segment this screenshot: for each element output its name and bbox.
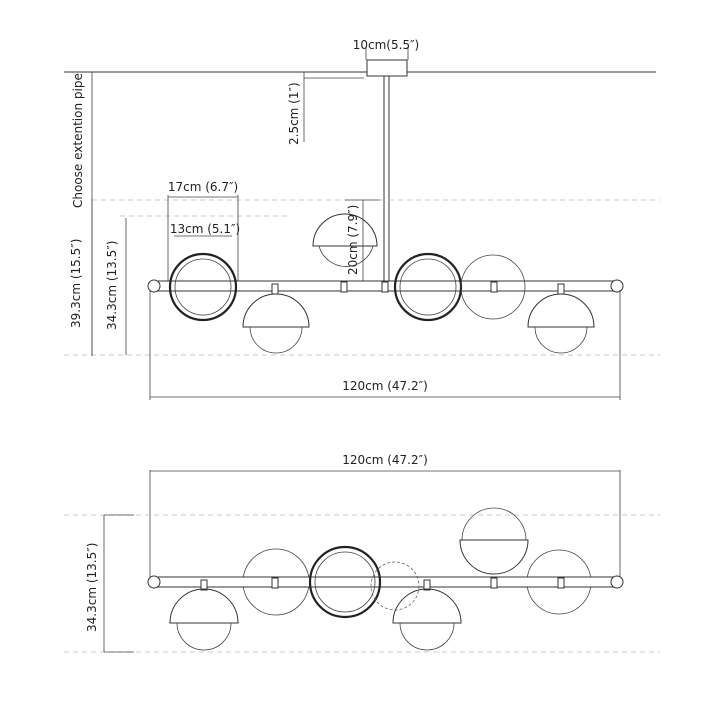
shade-diameter-label: 20cm (7.9″) [346, 205, 360, 275]
bottom-globe-down-left [176, 622, 232, 651]
top-pendant-stem-right [557, 283, 565, 295]
top-ring-left [168, 252, 238, 322]
canopy [366, 59, 408, 77]
top-globe-upright [318, 245, 374, 267]
top-connector-3 [490, 281, 498, 293]
top-bar-endcap-right [610, 279, 624, 293]
bottom-bar-endcap-left [147, 575, 161, 589]
top-connector-2 [381, 281, 389, 293]
top-globe-down-left [249, 326, 303, 354]
ring-inner-label: 13cm (5.1″) [170, 222, 240, 236]
top-shade-upright [312, 213, 378, 247]
top-connector-1 [340, 281, 348, 293]
length-top-label: 120cm (47.2″) [342, 379, 428, 393]
bottom-bar-endcap-right [610, 575, 624, 589]
bottom-shade-down-left [169, 588, 239, 624]
top-ring-center-inner [399, 258, 457, 316]
bottom-globe-upright [461, 507, 527, 541]
bottom-connector-3 [557, 577, 565, 589]
bottom-globe-down-right [399, 622, 455, 651]
ring-outer-label: 17cm (6.7″) [168, 180, 238, 194]
top-shade-down-left [242, 293, 310, 328]
bottom-shade-upright [459, 539, 529, 575]
overall-height-label: 39.3cm (15.5″) [69, 239, 83, 328]
bottom-bar [151, 576, 621, 588]
pipe-segment-label: 2.5cm (1″) [287, 82, 301, 145]
bottom-ring [308, 545, 382, 619]
fixture-height-bottom-label: 34.3cm (13.5″) [85, 543, 99, 632]
downrod [383, 75, 390, 283]
canopy-width-label: 10cm(5.5″) [353, 38, 420, 52]
top-pendant-stem-left [271, 283, 279, 295]
top-bar-endcap-left [147, 279, 161, 293]
top-shade-down-right [527, 293, 595, 328]
fixture-bottom-view [147, 507, 624, 651]
bottom-shade-down-right [392, 588, 462, 624]
fixture-height-top-label: 34.3cm (13.5″) [105, 241, 119, 330]
top-ring-left-inner [174, 258, 232, 316]
bottom-pendant-stem-right [423, 579, 431, 591]
fixture-top-view [147, 213, 624, 354]
length-bottom-label: 120cm (47.2″) [342, 453, 428, 467]
bottom-ring-inner [314, 551, 376, 613]
bottom-connector-2 [490, 577, 498, 589]
bottom-connector-1 [271, 577, 279, 589]
bottom-pendant-stem-left [200, 579, 208, 591]
top-globe-right [460, 254, 526, 320]
extension-note: Choose extention pipe [71, 73, 85, 208]
top-globe-down-right [534, 326, 588, 354]
